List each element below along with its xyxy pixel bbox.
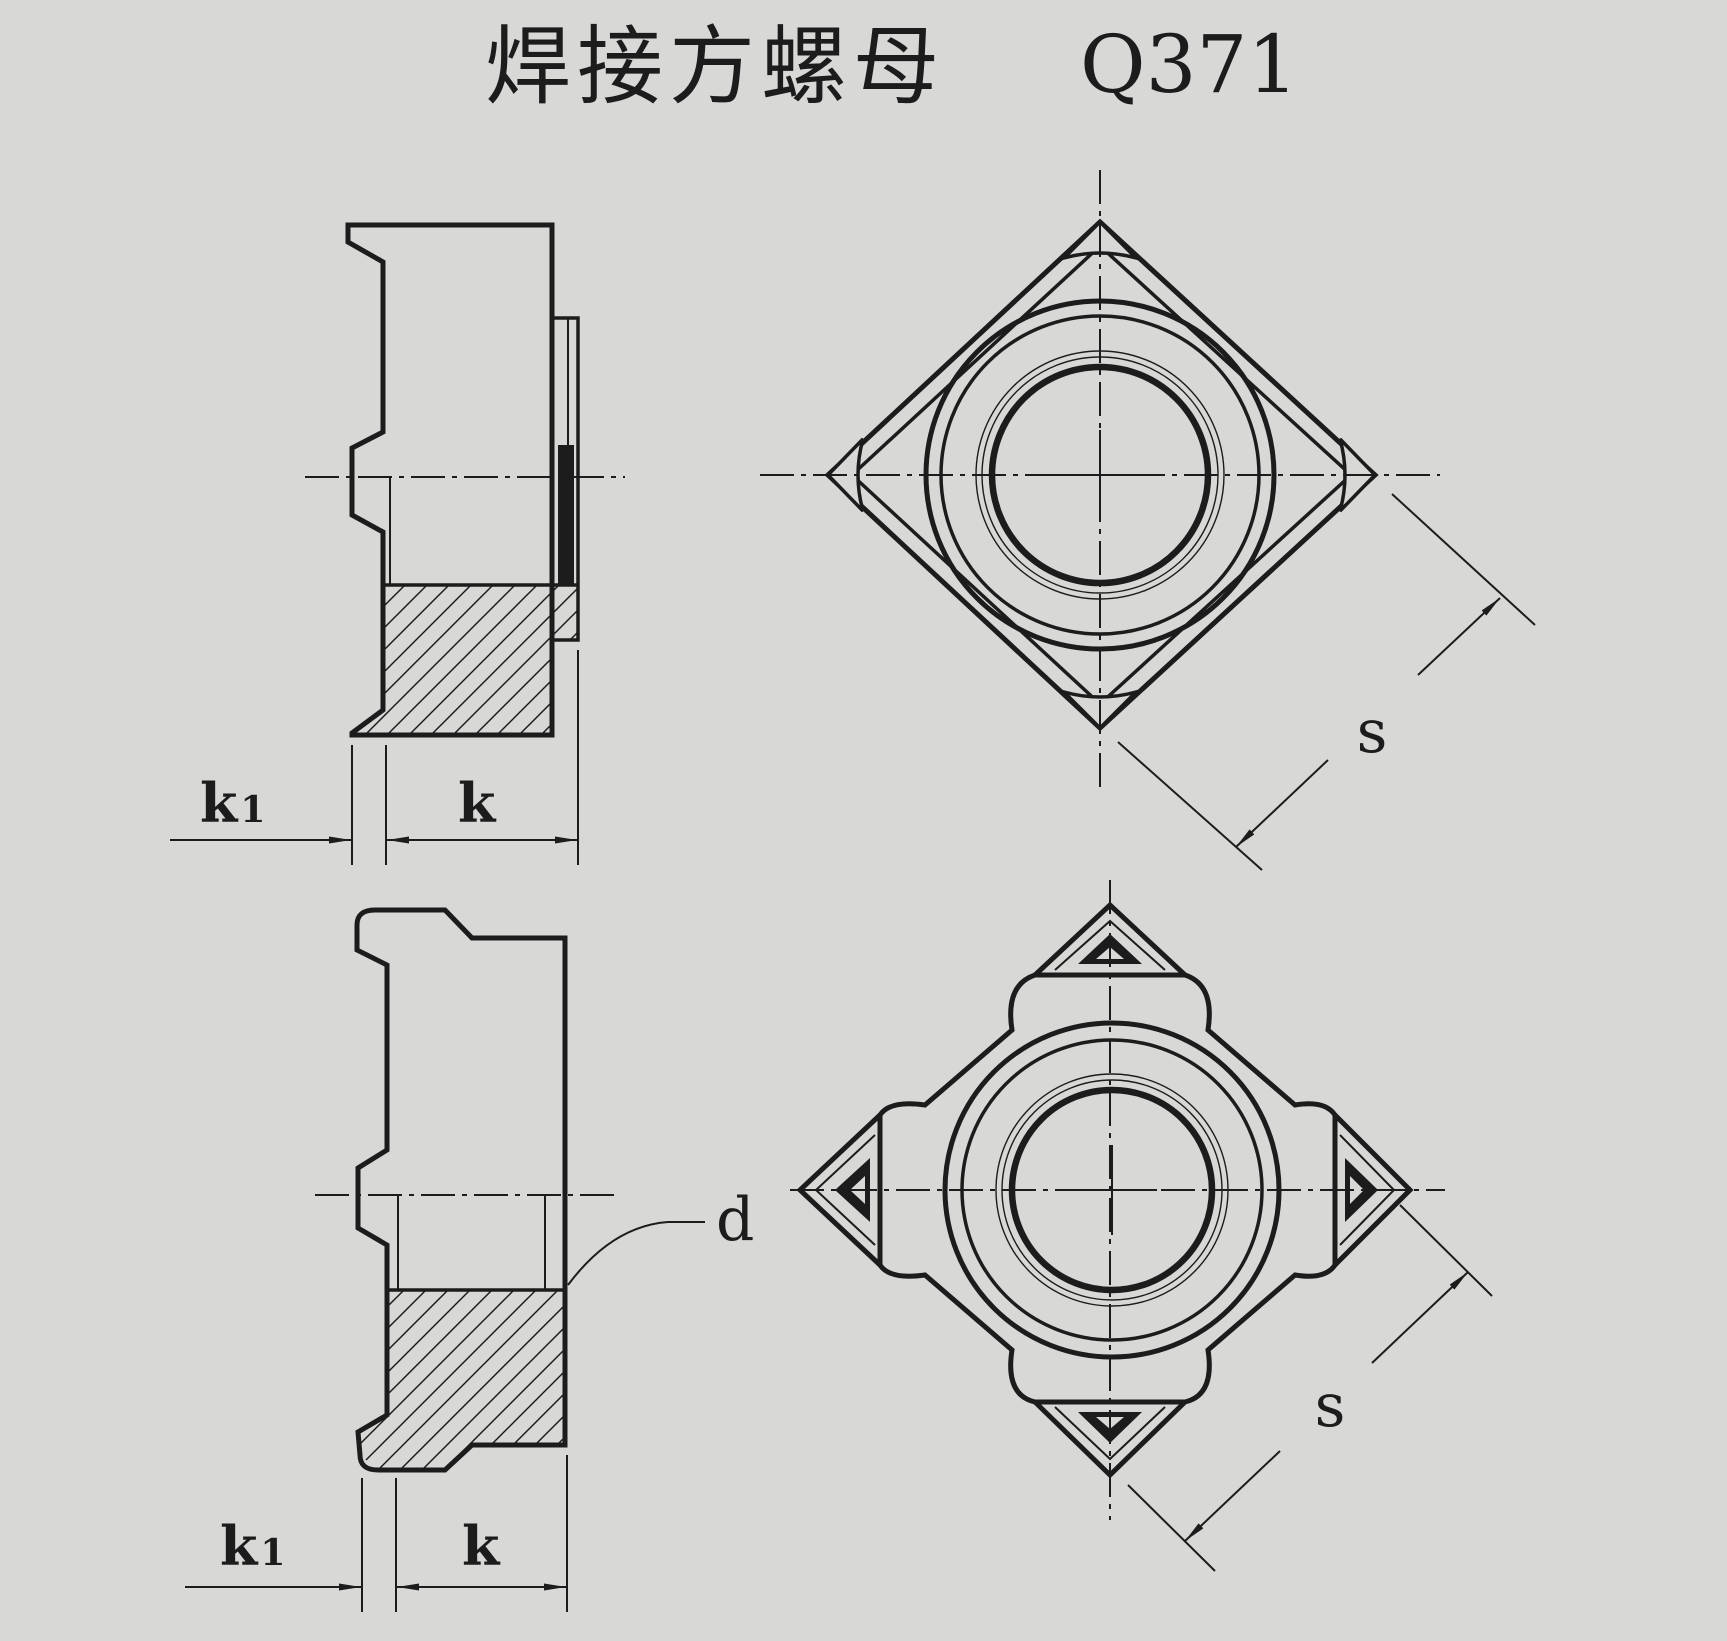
view-c-side-section: d k1 k	[185, 907, 754, 1612]
view-c-dimensions: k1 k	[185, 1455, 568, 1612]
view-b-s-dimension-line-upper	[1417, 597, 1501, 676]
view-b-center-cross	[1055, 430, 1145, 520]
view-a-k1-base: k	[200, 771, 239, 835]
view-b-s-dimension-line-lower	[1235, 759, 1329, 848]
view-d-extension-line-1	[1399, 1204, 1493, 1297]
view-a-side-section: k1 k	[170, 222, 625, 865]
view-b-s-label: s	[1357, 697, 1388, 767]
view-d-center-cross	[1067, 1145, 1157, 1235]
view-b-plan-view: s	[760, 170, 1536, 871]
title-name: 焊接方螺母	[485, 17, 945, 117]
view-c-section-hatch	[358, 1290, 565, 1470]
view-b-s-dimension: s	[1117, 493, 1536, 871]
view-a-k1-label: k1	[200, 771, 265, 835]
view-d-s-dimension-line-lower	[1184, 1450, 1281, 1542]
view-d-tab-inner-line-bottom	[1054, 1406, 1166, 1461]
view-d-s-dimension-line-upper	[1371, 1271, 1469, 1364]
view-a-k1-subscript: 1	[240, 789, 265, 831]
title-code: Q371	[1080, 18, 1298, 111]
view-d-projection-marks	[835, 934, 1378, 1443]
view-c-d-label: d	[716, 1185, 754, 1255]
view-d-s-label: s	[1315, 1371, 1346, 1441]
view-a-weld-plate	[552, 316, 580, 642]
drawing-title: 焊接方螺母 Q371	[485, 17, 1298, 117]
view-a-dimensions: k1 k	[170, 650, 579, 865]
view-c-k1-subscript: 1	[260, 1532, 285, 1574]
view-a-section-hatch	[352, 585, 578, 735]
view-a-plate-thick-bar	[558, 445, 574, 585]
view-d-weld-tab-right	[1333, 1113, 1414, 1267]
view-d-plan-view: s	[790, 880, 1493, 1572]
view-a-k-label: k	[458, 771, 497, 835]
view-b-extension-line-2	[1117, 741, 1263, 871]
view-c-k1-label: k1	[220, 1514, 285, 1578]
view-d-s-dimension: s	[1127, 1204, 1493, 1572]
view-d-projection-right-highlight	[1350, 1176, 1364, 1204]
view-b-extension-line-1	[1391, 493, 1536, 626]
view-d-extension-line-2	[1127, 1484, 1216, 1572]
view-c-outline	[354, 907, 568, 1473]
view-c-k-label: k	[462, 1514, 501, 1578]
view-c-k1-base: k	[220, 1514, 259, 1578]
view-c-d-leader-line	[567, 1221, 705, 1286]
view-a-outline	[345, 222, 555, 738]
